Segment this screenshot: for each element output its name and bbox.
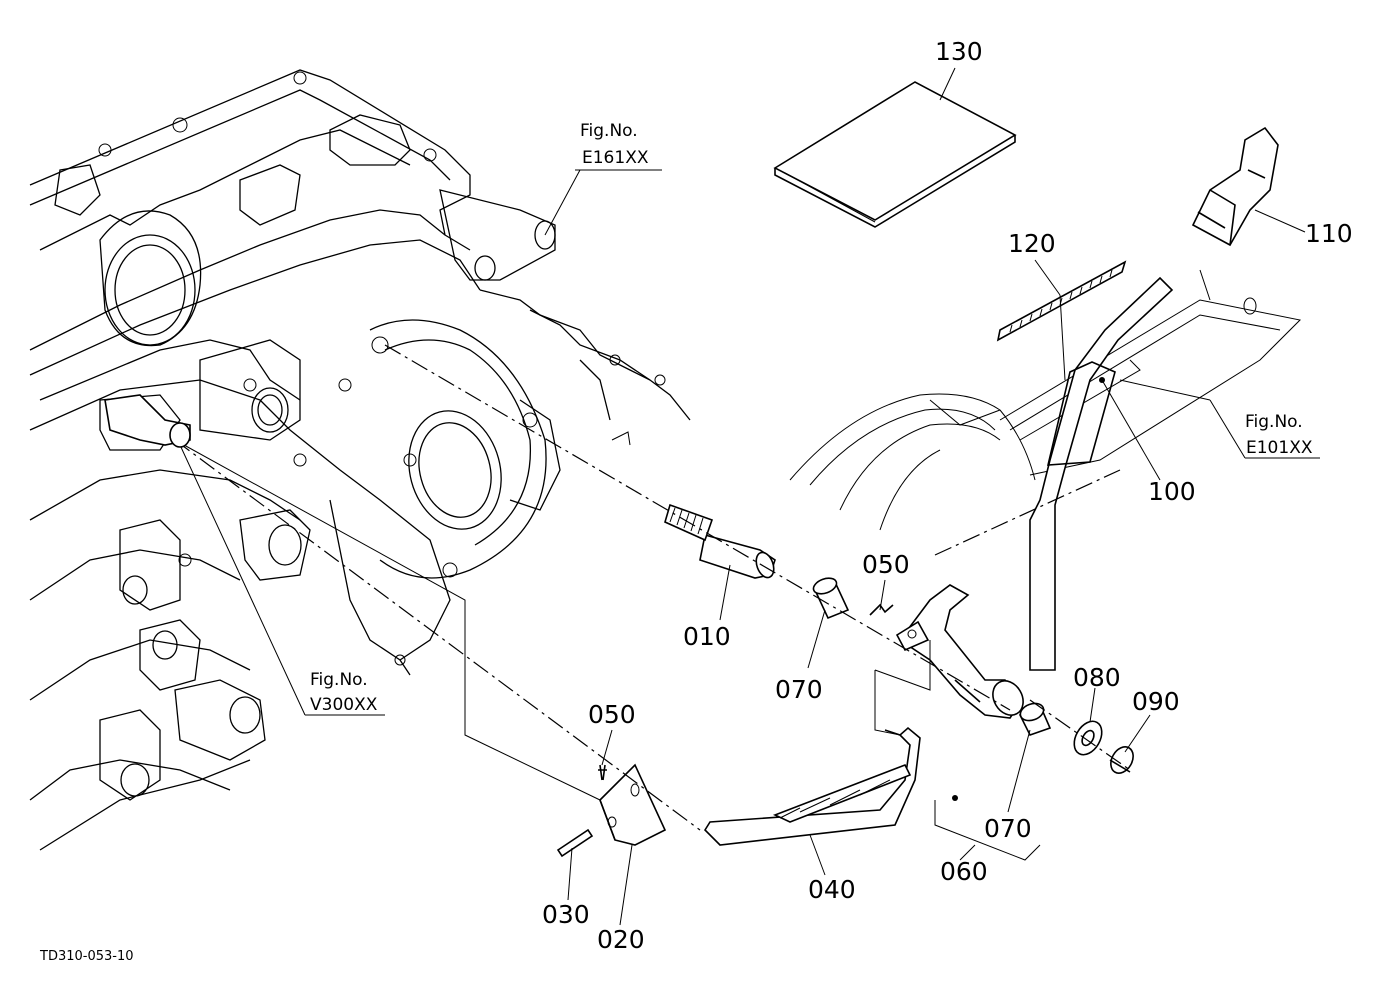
callout-030: 030: [542, 900, 590, 929]
part-010-shaft: [664, 503, 776, 579]
callout-labels: 130 120 110 100 010 050 070 080 090 070 …: [542, 37, 1353, 954]
part-020-bracket: [599, 763, 667, 846]
part-080-washer: [1073, 720, 1103, 756]
fig-ref-v300-title: Fig.No.: [310, 670, 368, 690]
part-110-grip: [1191, 126, 1279, 247]
callout-040: 040: [808, 875, 856, 904]
fig-ref-e101-title: Fig.No.: [1245, 412, 1303, 432]
callout-020: 020: [597, 925, 645, 954]
fig-ref-e161-code: E161XX: [582, 148, 649, 168]
part-090-clip: [1109, 746, 1134, 774]
part-050-pin-b: [598, 764, 607, 781]
callout-050-upper: 050: [862, 550, 910, 579]
callout-070-right: 070: [984, 814, 1032, 843]
fig-ref-e161-title: Fig.No.: [580, 121, 638, 141]
part-100-lever: [1029, 276, 1174, 671]
callout-120: 120: [1008, 229, 1056, 258]
part-070-bushing-b: [1018, 702, 1052, 736]
leader-lines: [179, 67, 1320, 926]
part-060-pedal-lever: [895, 584, 1024, 719]
drawing-code: TD310-053-10: [39, 949, 134, 964]
callout-090: 090: [1132, 687, 1180, 716]
part-120-decal: [996, 260, 1127, 342]
shaft-stub: [104, 394, 191, 448]
callout-130: 130: [935, 37, 983, 66]
callout-070-left: 070: [775, 675, 823, 704]
callout-080: 080: [1073, 663, 1121, 692]
part-070-bushing-a: [812, 577, 850, 620]
part-130-manual: [773, 81, 1017, 228]
callout-060: 060: [940, 857, 988, 886]
fig-ref-e101-code: E101XX: [1246, 438, 1313, 458]
part-030-pin: [556, 828, 594, 858]
callout-110: 110: [1305, 219, 1353, 248]
figure-references: Fig.No. E161XX Fig.No. E101XX Fig.No. V3…: [310, 121, 1313, 715]
transmission-housing: [29, 69, 691, 851]
part-040-rod: [703, 726, 921, 846]
alignment-lines: [174, 344, 1211, 861]
part-050-pin-a: [869, 603, 894, 616]
callout-050-lower: 050: [588, 700, 636, 729]
callout-010: 010: [683, 622, 731, 651]
callout-100: 100: [1148, 477, 1196, 506]
fig-ref-v300-code: V300XX: [310, 695, 378, 715]
